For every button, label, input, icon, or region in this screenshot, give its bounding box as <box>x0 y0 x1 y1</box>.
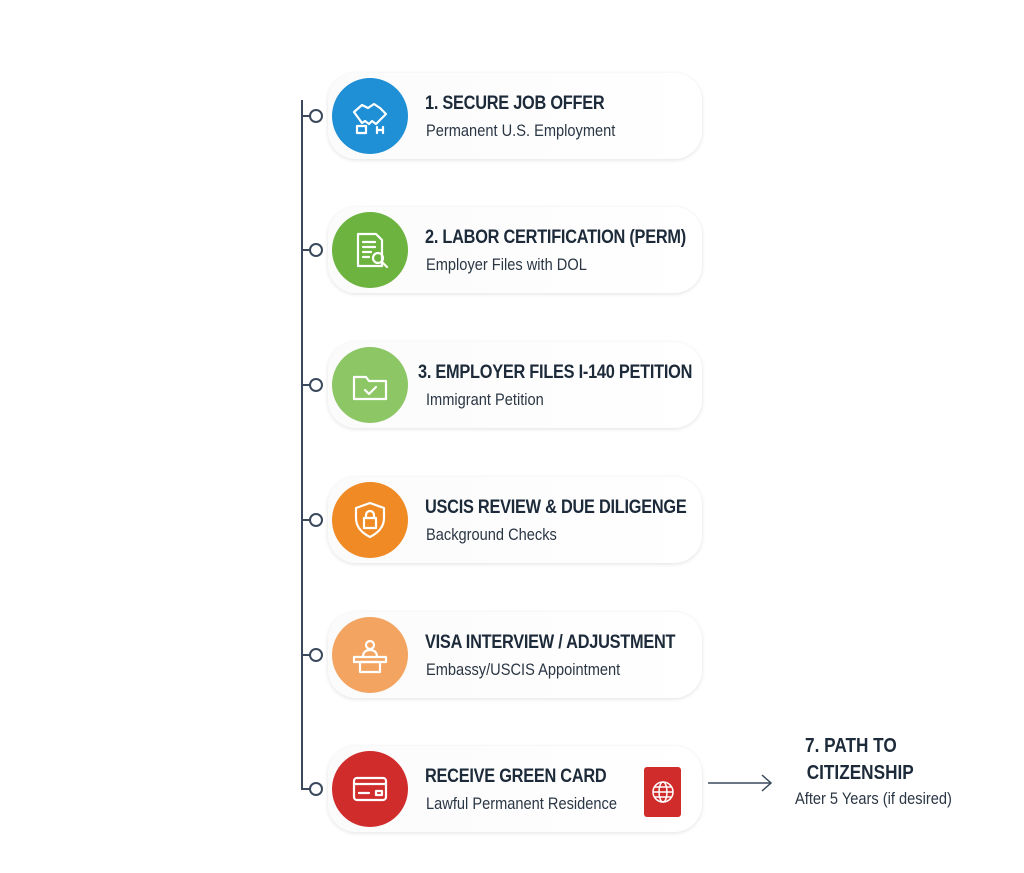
step-card: 3. EMPLOYER FILES I-140 PETITION Immigra… <box>328 342 702 428</box>
step-title: USCIS REVIEW & DUE DILIGENGE <box>425 497 687 518</box>
handshake-icon <box>332 78 408 154</box>
final-step-subtitle: After 5 Years (if desired) <box>795 789 952 808</box>
step-card: 2. LABOR CERTIFICATION (PERM) Employer F… <box>328 207 702 293</box>
card-icon <box>332 751 408 827</box>
step-card: 1. SECURE JOB OFFER Permanent U.S. Emplo… <box>328 73 702 159</box>
step-title: 2. LABOR CERTIFICATION (PERM) <box>425 227 686 248</box>
step-subtitle: Employer Files with DOL <box>426 255 587 274</box>
timeline-node <box>309 243 323 257</box>
timeline-node <box>309 109 323 123</box>
step-title: RECEIVE GREEN CARD <box>425 766 607 787</box>
step-subtitle: Lawful Permanent Residence <box>426 794 617 813</box>
timeline-connector <box>302 249 311 251</box>
timeline-node <box>309 378 323 392</box>
final-title-line1: 7. PATH TO <box>805 735 897 757</box>
timeline-connector <box>302 788 311 790</box>
timeline-connector <box>302 384 311 386</box>
timeline-connector <box>302 654 311 656</box>
step-title: 1. SECURE JOB OFFER <box>425 93 605 114</box>
shield-lock-icon <box>332 482 408 558</box>
step-subtitle: Embassy/USCIS Appointment <box>426 660 621 679</box>
step-subtitle: Immigrant Petition <box>426 390 544 409</box>
timeline-node <box>309 648 323 662</box>
timeline-node <box>309 782 323 796</box>
step-card: USCIS REVIEW & DUE DILIGENGE Background … <box>328 477 702 563</box>
passport-icon <box>644 767 681 817</box>
step-subtitle: Permanent U.S. Employment <box>426 121 616 140</box>
timeline-line <box>301 100 303 790</box>
final-step-title: 7. PATH TO CITIZENSHIP <box>805 733 914 787</box>
step-card: RECEIVE GREEN CARD Lawful Permanent Resi… <box>328 746 702 832</box>
interview-desk-icon <box>332 617 408 693</box>
timeline-node <box>309 513 323 527</box>
timeline-connector <box>302 115 311 117</box>
step-title: VISA INTERVIEW / ADJUSTMENT <box>425 632 676 653</box>
folder-check-icon <box>332 347 408 423</box>
timeline-connector <box>302 519 311 521</box>
step-card: VISA INTERVIEW / ADJUSTMENT Embassy/USCI… <box>328 612 702 698</box>
document-search-icon <box>332 212 408 288</box>
arrow-right-icon <box>708 774 773 792</box>
step-subtitle: Background Checks <box>426 525 557 544</box>
step-title: 3. EMPLOYER FILES I-140 PETITION <box>418 362 693 383</box>
final-title-line2: CITIZENSHIP <box>806 762 914 784</box>
